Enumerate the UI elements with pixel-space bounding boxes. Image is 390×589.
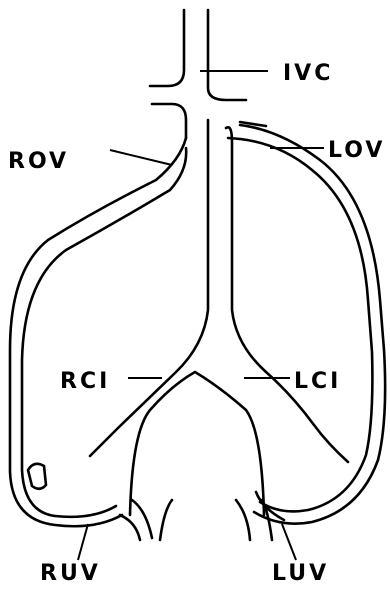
cylinder-object <box>28 464 46 489</box>
central-vessel-right-wall <box>226 127 348 462</box>
ivc-vessel <box>150 10 246 138</box>
label-ivc: IVC <box>283 61 333 86</box>
bifurcation-crotch <box>130 372 264 515</box>
label-rci: RCI <box>60 369 110 394</box>
label-lci: LCI <box>294 369 341 394</box>
label-rov: ROV <box>8 149 69 174</box>
label-leaders <box>78 71 324 560</box>
right-vessel-loop <box>10 138 186 526</box>
central-vessel-left-wall <box>90 120 208 456</box>
label-lov: LOV <box>328 138 385 163</box>
label-ruv: RUV <box>40 561 101 586</box>
label-luv: LUV <box>272 561 329 586</box>
left-vessel-loop <box>228 122 385 524</box>
